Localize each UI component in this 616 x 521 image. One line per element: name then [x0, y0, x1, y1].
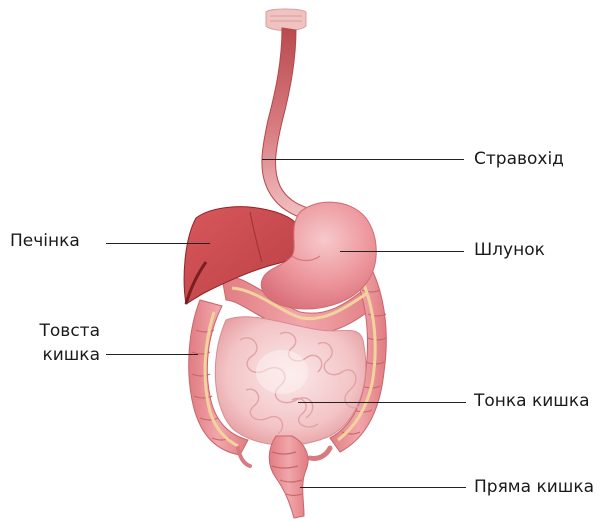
stomach-leader-line [340, 251, 464, 252]
rectum-leader-line [300, 487, 466, 488]
large-intestine-leader-line [106, 354, 198, 355]
liver-leader-line [106, 243, 210, 244]
pharynx-top [266, 9, 306, 31]
rectum-label: Пряма кишка [474, 475, 594, 499]
esophagus-label: Стравохід [474, 147, 564, 171]
large-intestine-label-line2: кишка [10, 343, 100, 367]
small-intestine-label: Тонка кишка [474, 389, 590, 413]
esophagus [262, 28, 308, 218]
small-intestine [215, 317, 365, 445]
small-intestine-leader-line [298, 402, 466, 403]
esophagus-leader-line [262, 159, 464, 160]
large-intestine-label-line1: Товста [10, 319, 100, 343]
large-intestine-label: Товста кишка [10, 319, 100, 367]
stomach-label: Шлунок [474, 238, 545, 262]
liver-label: Печінка [10, 229, 80, 253]
rectum [269, 436, 308, 518]
